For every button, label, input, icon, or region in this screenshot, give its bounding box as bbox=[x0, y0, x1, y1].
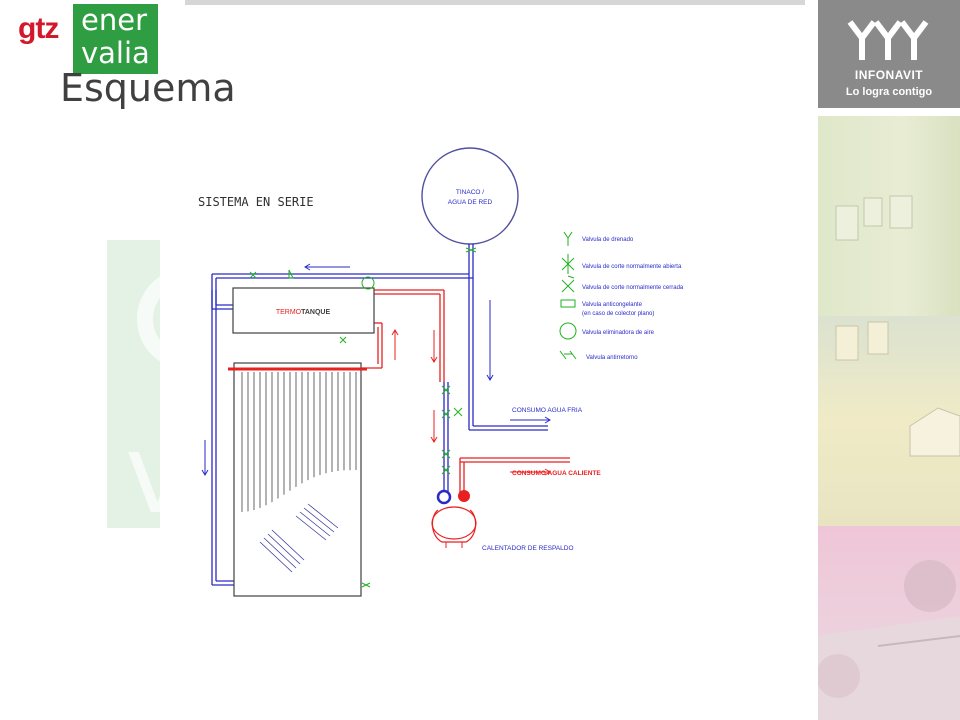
solar-heater-diagram: SISTEMA EN SERIE TINACO / AGUA DE RED bbox=[160, 140, 800, 620]
house-photo-overlay bbox=[818, 195, 960, 720]
legend-label: Valvula de drenado bbox=[582, 237, 634, 243]
header-rule bbox=[185, 0, 805, 5]
legend-label: Valvula de corte normalmente cerrada bbox=[582, 285, 684, 291]
backup-heater: CALENTADOR DE RESPALDO bbox=[431, 489, 574, 552]
infonavit-tagline: Lo logra contigo bbox=[845, 86, 933, 98]
storage-tank-label: TERMOTANQUE bbox=[276, 309, 331, 316]
legend-label: Valvula de corte normalmente abierta bbox=[582, 264, 682, 270]
check-valve-icon bbox=[559, 350, 577, 360]
legend-label: Valvula eliminadora de aire bbox=[582, 330, 655, 336]
legend-label: Valvula anticongelante bbox=[582, 302, 643, 308]
infonavit-emblem bbox=[847, 20, 929, 60]
water-tank-label-2: AGUA DE RED bbox=[448, 199, 493, 206]
hot-outlet-label: CONSUMO AGUA CALIENTE bbox=[512, 470, 601, 477]
legend-label-secondary: (en caso de colector plano) bbox=[582, 311, 654, 317]
enervalia-watermark: v bbox=[107, 240, 167, 528]
pipe-valves bbox=[249, 247, 477, 588]
flow-arrows bbox=[201, 263, 551, 476]
legend-check-valve: Valvula antirretorno bbox=[559, 350, 638, 361]
right-side-panel: INFONAVIT Lo logra contigo bbox=[818, 0, 960, 720]
legend-air-release-valve: Valvula eliminadora de aire bbox=[559, 322, 655, 340]
legend-open-cutoff-valve: Valvula de corte normalmente abierta bbox=[561, 254, 682, 274]
enervalia-logo-line2: valia bbox=[81, 36, 150, 70]
solar-collector bbox=[228, 362, 367, 597]
closed-cutoff-valve-icon bbox=[561, 275, 575, 293]
legend-drain-valve: Valvula de drenado bbox=[563, 231, 634, 246]
system-title: SISTEMA EN SERIE bbox=[198, 195, 314, 209]
antifreeze-valve-icon bbox=[560, 299, 576, 308]
legend-closed-cutoff-valve: Valvula de corte normalmente cerrada bbox=[561, 275, 684, 293]
water-tank: TINACO / AGUA DE RED bbox=[421, 147, 519, 245]
air-release-valve-icon bbox=[559, 322, 577, 340]
slide-title: Esquema bbox=[60, 66, 236, 110]
enervalia-logo-line1: ener bbox=[81, 3, 147, 37]
gtz-logo: gtz bbox=[18, 12, 59, 45]
infonavit-name: INFONAVIT bbox=[854, 68, 924, 82]
legend: Valvula de drenado Valvula de corte norm… bbox=[559, 231, 684, 361]
cold-water-pipes bbox=[211, 244, 548, 586]
legend-antifreeze-valve: Valvula anticongelante (en caso de colec… bbox=[560, 299, 654, 317]
enervalia-logo: ener valia bbox=[73, 4, 158, 74]
storage-tank-label-prefix: TERMO bbox=[276, 309, 302, 316]
open-cutoff-valve-icon bbox=[561, 254, 575, 274]
infonavit-logo: INFONAVIT Lo logra contigo bbox=[818, 0, 960, 108]
storage-tank-label-suffix: TANQUE bbox=[301, 309, 330, 316]
cold-outlet-label: CONSUMO AGUA FRIA bbox=[512, 407, 583, 414]
legend-label: Valvula antirretorno bbox=[586, 355, 638, 361]
storage-tank: TERMOTANQUE bbox=[232, 287, 375, 334]
backup-heater-label: CALENTADOR DE RESPALDO bbox=[482, 545, 574, 552]
drain-valve-icon bbox=[563, 231, 573, 246]
water-tank-label: TINACO / bbox=[456, 189, 484, 196]
